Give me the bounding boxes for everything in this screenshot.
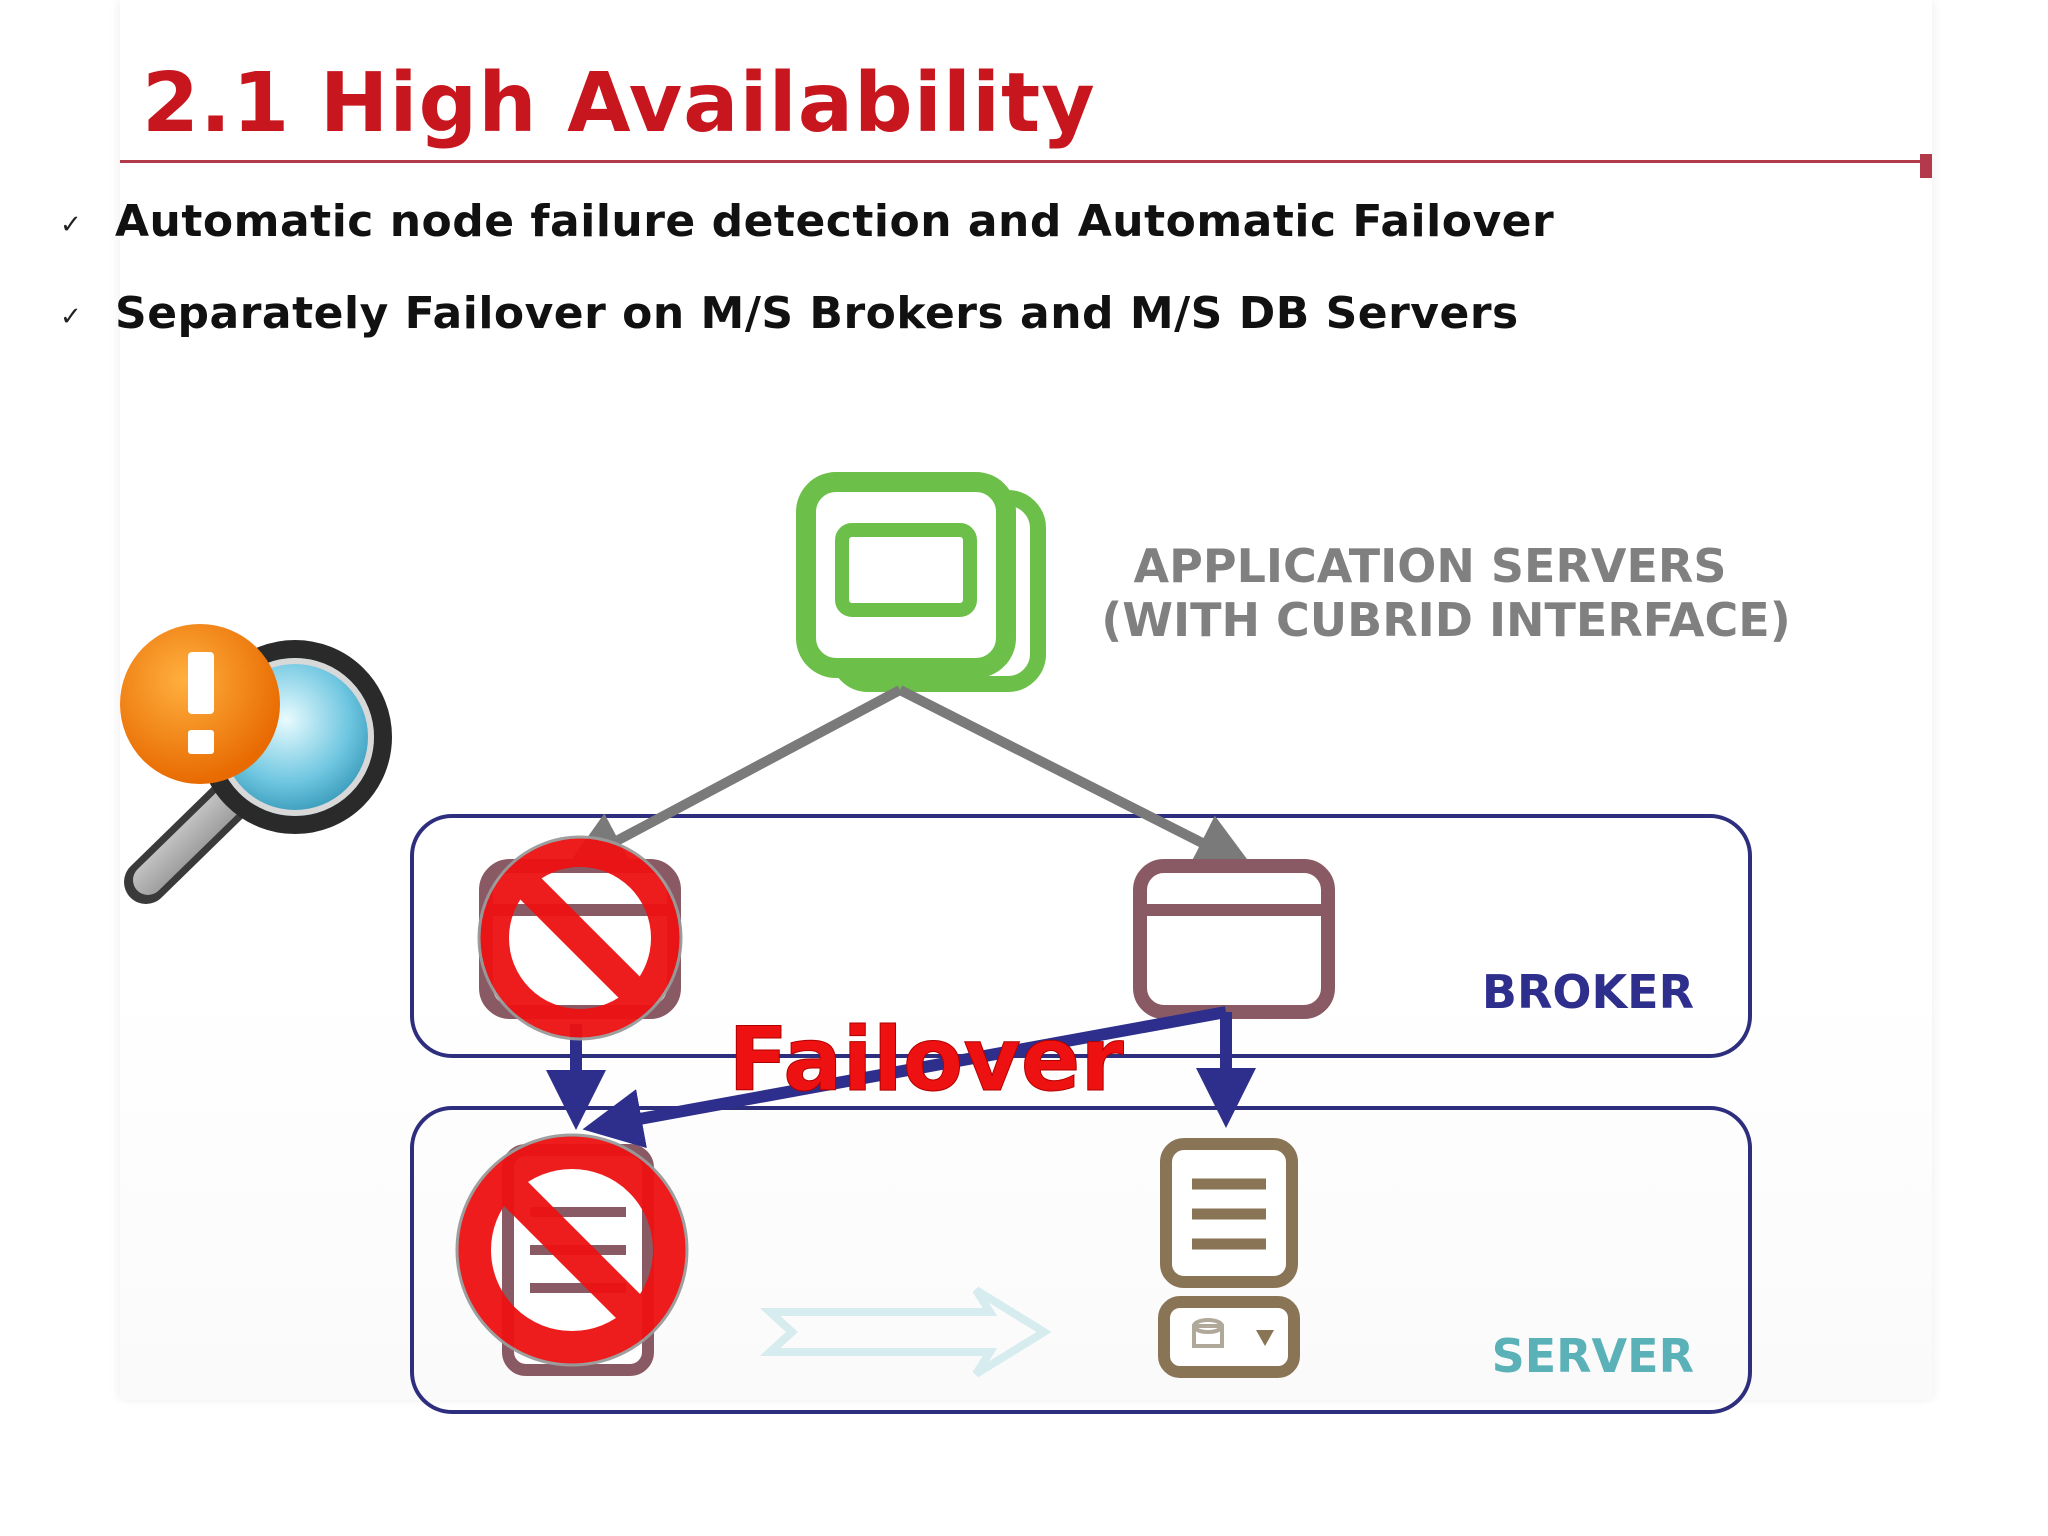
gray-arrow-left — [565, 685, 903, 869]
bullet-text: Separately Failover on M/S Brokers and M… — [115, 288, 1519, 339]
db-server-icon-slave — [1158, 1138, 1300, 1378]
checkmark-icon: ✓ — [60, 210, 82, 240]
prohibited-icon-broker — [477, 835, 683, 1041]
app-server-label-line2: (WITH CUBRID INTERFACE) — [1101, 593, 1790, 647]
title-divider — [120, 160, 1932, 163]
app-server-label-line1: APPLICATION SERVERS — [1134, 539, 1727, 593]
slide-background — [120, 0, 1932, 1400]
replication-arrow — [759, 1286, 1052, 1378]
broker-label: BROKER — [1482, 965, 1694, 1019]
server-box — [410, 1106, 1752, 1414]
alert-magnifier-icon — [120, 624, 392, 904]
slide-title: 2.1 High Availability — [142, 56, 1096, 151]
broker-box — [410, 814, 1752, 1058]
bullet-text: Automatic node failure detection and Aut… — [115, 196, 1555, 247]
title-divider-end — [1920, 154, 1932, 178]
server-label: SERVER — [1492, 1329, 1694, 1383]
checkmark-icon: ✓ — [60, 302, 82, 332]
failover-label: Failover — [728, 1008, 1124, 1111]
failover-arrow — [582, 1006, 1228, 1149]
broker-icon-slave — [1133, 859, 1335, 1019]
application-server-icon — [796, 472, 1046, 692]
prohibited-icon-server — [455, 1133, 689, 1367]
gray-arrow-right — [897, 685, 1255, 870]
